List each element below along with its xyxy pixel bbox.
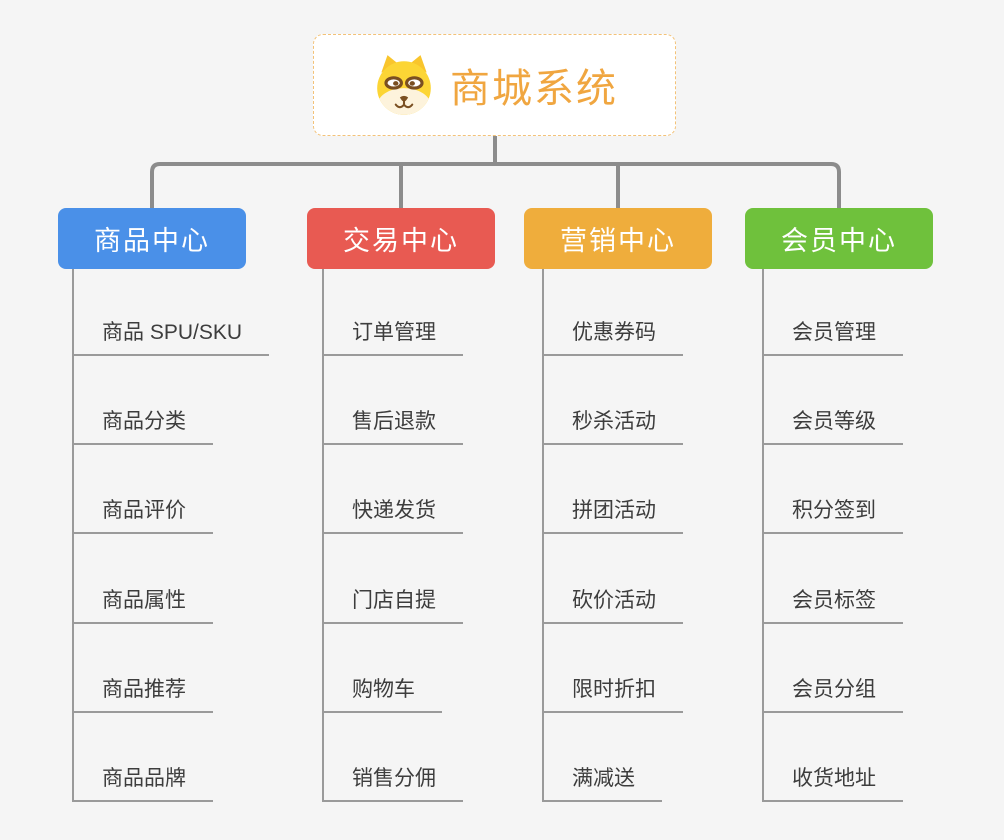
sub-topic[interactable]: 会员管理 <box>762 320 903 356</box>
branch-label: 营销中心 <box>560 226 676 256</box>
sub-topic[interactable]: 门店自提 <box>322 588 463 624</box>
sub-topic[interactable]: 商品 SPU/SKU <box>72 320 270 356</box>
sub-topic[interactable]: 售后退款 <box>322 409 463 445</box>
branch-node-product-center[interactable]: 商品中心 <box>58 208 246 269</box>
sub-topic[interactable]: 会员等级 <box>762 409 903 445</box>
branch-node-trade-center[interactable]: 交易中心 <box>307 208 495 269</box>
sub-topic[interactable]: 商品评价 <box>72 498 213 534</box>
branch-label: 商品中心 <box>94 226 210 256</box>
sub-topic[interactable]: 商品品牌 <box>72 766 213 802</box>
branch-label: 会员中心 <box>781 226 897 256</box>
sub-topic[interactable]: 限时折扣 <box>542 677 683 713</box>
sub-topic[interactable]: 优惠券码 <box>542 320 683 356</box>
dog-icon <box>377 55 431 115</box>
sub-topic[interactable]: 销售分佣 <box>322 766 463 802</box>
sub-topic[interactable]: 拼团活动 <box>542 498 683 534</box>
sub-topic[interactable]: 秒杀活动 <box>542 409 683 445</box>
sub-topic[interactable]: 购物车 <box>322 677 442 713</box>
sub-topic[interactable]: 收货地址 <box>762 766 903 802</box>
branch-node-member-center[interactable]: 会员中心 <box>745 208 933 269</box>
sub-topic[interactable]: 订单管理 <box>322 320 463 356</box>
sub-topic[interactable]: 砍价活动 <box>542 588 683 624</box>
sub-topic[interactable]: 快递发货 <box>322 498 463 534</box>
sub-topic[interactable]: 商品属性 <box>72 588 213 624</box>
sub-topic[interactable]: 商品分类 <box>72 409 213 445</box>
sub-topic[interactable]: 满减送 <box>542 766 662 802</box>
root-title: 商城系统 <box>450 67 618 111</box>
root-node[interactable]: 商城系统 <box>313 34 676 136</box>
sub-topic[interactable]: 会员标签 <box>762 588 903 624</box>
branch-node-marketing-center[interactable]: 营销中心 <box>524 208 712 269</box>
sub-topic[interactable]: 会员分组 <box>762 677 903 713</box>
sub-topic[interactable]: 商品推荐 <box>72 677 213 713</box>
sub-topic[interactable]: 积分签到 <box>762 498 903 534</box>
branch-label: 交易中心 <box>343 226 459 256</box>
